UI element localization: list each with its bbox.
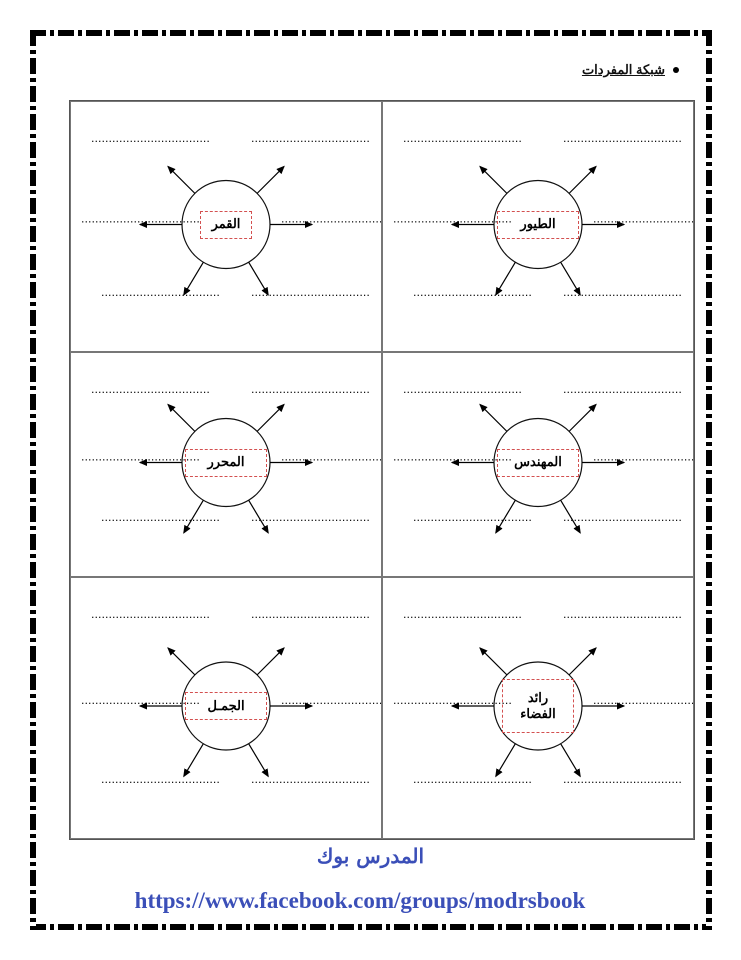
vocab-cell: ........................................… (70, 101, 382, 352)
spoke-arrow (560, 261, 581, 296)
center-word-line: رائد (527, 689, 549, 705)
spoke-arrow (167, 165, 196, 194)
vocab-cell: ........................................… (70, 577, 382, 839)
spoke-arrow (479, 403, 508, 432)
answer-blank-line[interactable]: .................................. (413, 511, 532, 524)
facebook-group-link[interactable]: https://www.facebook.com/groups/modrsboo… (134, 888, 586, 913)
spoke-arrow (568, 165, 597, 194)
page-border-left (30, 30, 36, 930)
answer-blank-line[interactable]: .................................. (281, 451, 381, 464)
spoke-arrow (256, 403, 285, 432)
vocab-cell: ........................................… (382, 352, 694, 577)
spoke-arrow (248, 499, 269, 534)
answer-blank-line[interactable]: .................................. (91, 132, 210, 145)
word-web-diagram: ........................................… (393, 383, 693, 534)
spoke-arrow (479, 165, 508, 194)
vocab-cell: ........................................… (382, 577, 694, 839)
answer-blank-line[interactable]: .................................. (413, 286, 532, 299)
bullet-icon (673, 67, 679, 73)
answer-blank-line[interactable]: .................................. (251, 773, 370, 786)
answer-blank-line[interactable]: .................................. (281, 213, 381, 226)
spoke-arrow (167, 403, 196, 432)
answer-blank-line[interactable]: .................................. (251, 608, 370, 621)
vocab-cell: ........................................… (382, 101, 694, 352)
vocabulary-grid: ........................................… (69, 100, 695, 840)
spoke-arrow (495, 261, 516, 296)
center-word: الطيور (497, 210, 579, 239)
answer-blank-line[interactable]: .................................. (101, 773, 220, 786)
spoke-arrow (495, 499, 516, 534)
spoke-arrow (568, 647, 597, 676)
center-word-line: المهندس (514, 454, 562, 470)
center-word: القمر (200, 210, 252, 239)
spoke-arrow (183, 499, 204, 534)
spoke-arrow (560, 743, 581, 778)
spoke-arrow (183, 261, 204, 296)
word-web-diagram: ........................................… (81, 383, 381, 534)
spoke-arrow (560, 499, 581, 534)
center-word-line: المحرر (207, 454, 245, 470)
answer-blank-line[interactable]: .................................. (81, 213, 200, 226)
spoke-arrow (568, 403, 597, 432)
word-web-diagram: ........................................… (393, 608, 693, 786)
answer-blank-line[interactable]: .................................. (563, 383, 682, 396)
answer-blank-line[interactable]: .................................. (393, 213, 512, 226)
answer-blank-line[interactable]: .................................. (563, 608, 682, 621)
answer-blank-line[interactable]: .................................. (403, 608, 522, 621)
brand-name: المدرس بوك (316, 844, 425, 868)
answer-blank-line[interactable]: .................................. (101, 286, 220, 299)
spoke-arrow (256, 165, 285, 194)
section-heading: شبكة المفردات (582, 62, 679, 78)
answer-blank-line[interactable]: .................................. (81, 451, 200, 464)
answer-blank-line[interactable]: .................................. (593, 451, 693, 464)
spoke-arrow (248, 743, 269, 778)
spoke-arrow (495, 743, 516, 778)
answer-blank-line[interactable]: .................................. (563, 511, 682, 524)
answer-blank-line[interactable]: .................................. (393, 694, 512, 707)
word-web-diagram: ........................................… (81, 608, 381, 786)
answer-blank-line[interactable]: .................................. (91, 383, 210, 396)
spoke-arrow (256, 647, 285, 676)
answer-blank-line[interactable]: .................................. (91, 608, 210, 621)
answer-blank-line[interactable]: .................................. (101, 511, 220, 524)
page-border-bottom (30, 924, 712, 930)
answer-blank-line[interactable]: .................................. (251, 132, 370, 145)
answer-blank-line[interactable]: .................................. (563, 132, 682, 145)
center-word: المحرر (185, 448, 267, 477)
answer-blank-line[interactable]: .................................. (81, 694, 200, 707)
answer-blank-line[interactable]: .................................. (593, 694, 693, 707)
spoke-arrow (479, 647, 508, 676)
center-word-line: الطيور (520, 216, 556, 232)
answer-blank-line[interactable]: .................................. (403, 132, 522, 145)
page-border-top (30, 30, 712, 36)
answer-blank-line[interactable]: .................................. (393, 451, 512, 464)
center-word-line: القمر (211, 216, 241, 232)
word-web-diagram: ........................................… (81, 132, 381, 299)
center-word: الجمـل (185, 692, 267, 720)
page-border-right (706, 30, 712, 930)
answer-blank-line[interactable]: .................................. (593, 213, 693, 226)
section-title: شبكة المفردات (581, 62, 665, 77)
answer-blank-line[interactable]: .................................. (251, 511, 370, 524)
word-web-diagram: ........................................… (393, 132, 693, 299)
spoke-arrow (183, 743, 204, 778)
center-word: المهندس (497, 448, 579, 477)
answer-blank-line[interactable]: .................................. (251, 286, 370, 299)
answer-blank-line[interactable]: .................................. (403, 383, 522, 396)
answer-blank-line[interactable]: .................................. (281, 694, 381, 707)
spoke-arrow (248, 261, 269, 296)
center-word-line: الجمـل (207, 697, 245, 713)
answer-blank-line[interactable]: .................................. (251, 383, 370, 396)
vocab-cell: ........................................… (70, 352, 382, 577)
spoke-arrow (167, 647, 196, 676)
center-word-line: الفضاء (520, 706, 556, 721)
answer-blank-line[interactable]: .................................. (413, 773, 532, 786)
answer-blank-line[interactable]: .................................. (563, 286, 682, 299)
answer-blank-line[interactable]: .................................. (563, 773, 682, 786)
